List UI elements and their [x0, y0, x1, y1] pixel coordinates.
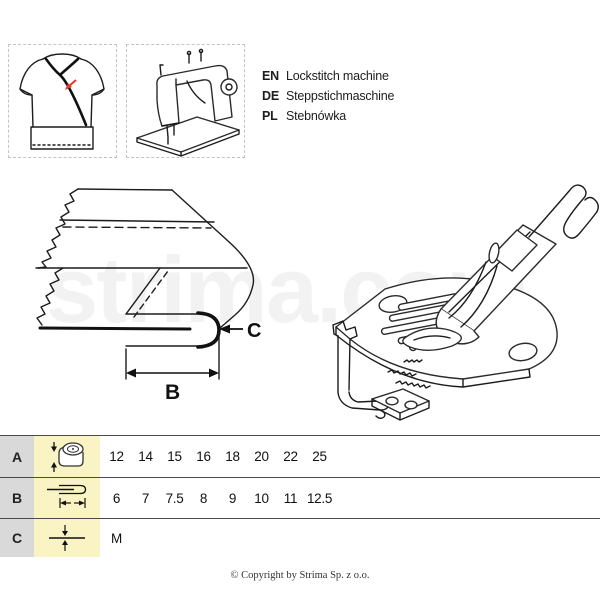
fold-cross-section-diagram: C B	[35, 188, 261, 402]
spec-table: A 12 14 15 16 18 20	[0, 435, 600, 557]
row-key: B	[0, 478, 34, 518]
garment-thumbnail-frame	[8, 44, 117, 158]
value-cell: 12	[109, 449, 124, 464]
language-list: EN Lockstitch machine DE Steppstichmaschin…	[262, 66, 394, 126]
lockstitch-machine-illustration	[136, 48, 240, 157]
value-cell: M	[111, 530, 122, 546]
value-cell: 18	[225, 449, 240, 464]
binding-width-icon	[47, 484, 87, 508]
machine-thumbnail-frame	[126, 44, 245, 158]
value-cell: 20	[254, 449, 269, 464]
lang-line-de: DE Steppstichmaschine	[262, 86, 394, 106]
value-cell: 6	[112, 490, 121, 506]
value-cell: 7.5	[165, 490, 184, 506]
value-cell: 8	[199, 490, 208, 506]
value-cell: 14	[138, 449, 153, 464]
value-cell: 25	[312, 449, 327, 464]
lang-line-pl: PL Stebnówka	[262, 106, 394, 126]
width-label: B	[165, 381, 180, 402]
binder-attachment-illustration	[332, 184, 599, 421]
tape-width-icon	[51, 441, 84, 472]
table-row-c: C M	[0, 518, 600, 557]
value-cell: 10	[254, 490, 269, 506]
table-row-b: B 6 7 7.5 8 9 10	[0, 477, 600, 518]
garment-illustration	[19, 53, 105, 150]
copyright-notice: © Copyright by Strima Sp. z o.o.	[230, 570, 370, 581]
value-cell: 12.5	[306, 490, 333, 506]
lang-name: Lockstitch machine	[286, 69, 389, 83]
row-key: A	[0, 436, 34, 477]
table-row-a: A 12 14 15 16 18 20	[0, 435, 600, 477]
lang-line-en: EN Lockstitch machine	[262, 66, 394, 86]
lang-code: DE	[262, 89, 279, 103]
value-cell: 16	[196, 449, 211, 464]
lang-code: PL	[262, 109, 278, 123]
row-key: C	[0, 519, 34, 557]
value-cell: 7	[141, 490, 150, 506]
material-thickness-icon	[49, 525, 85, 551]
value-cell: 15	[167, 449, 182, 464]
value-cell: 9	[228, 490, 237, 506]
value-cell: 11	[283, 490, 298, 506]
red-arrow-icon	[65, 79, 77, 90]
lang-name: Steppstichmaschine	[286, 89, 395, 103]
value-cell: 22	[283, 449, 298, 464]
fold-edge-label: C	[247, 320, 261, 342]
lang-name: Stebnówka	[286, 109, 347, 123]
lang-code: EN	[262, 69, 279, 83]
